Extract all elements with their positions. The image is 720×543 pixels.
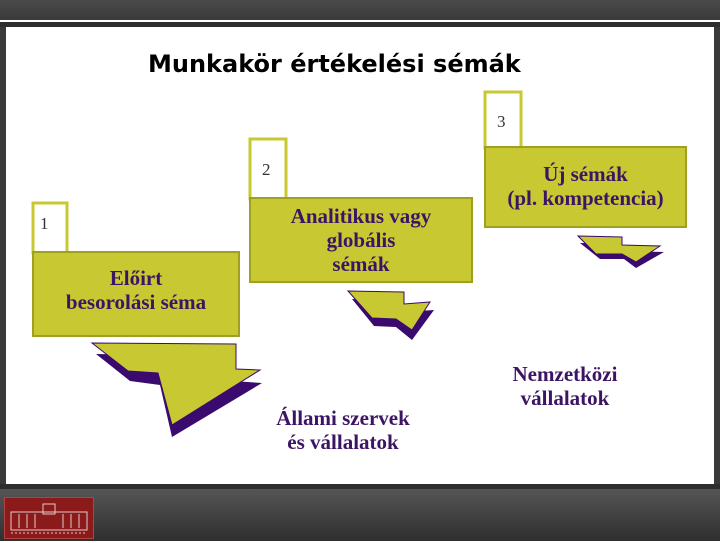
step-1-label: Előirt besorolási séma <box>35 266 237 314</box>
step-3-box <box>483 90 687 228</box>
arrow-from-step-2 <box>346 290 434 340</box>
top-border <box>0 22 720 27</box>
step-3-label: Új sémák (pl. kompetencia) <box>487 162 684 210</box>
target-state-orgs-label: Állami szervek és vállalatok <box>250 406 436 454</box>
target-state-orgs-line: Állami szervek <box>276 406 410 430</box>
frame-right <box>714 27 720 489</box>
slide-title: Munkakör értékelési sémák <box>148 50 521 78</box>
step-2-number: 2 <box>262 160 271 179</box>
step-1-box <box>31 201 240 337</box>
target-international-line: vállalatok <box>520 386 610 411</box>
frame-left <box>0 27 6 489</box>
step-3-label-line: Új sémák <box>543 162 628 186</box>
step-1-label-line: besorolási séma <box>65 290 207 315</box>
step-2-label-line: globális <box>326 228 396 253</box>
target-state-orgs-line: és vállalatok <box>287 430 399 455</box>
university-logo <box>4 497 94 539</box>
footer-bar <box>0 489 720 541</box>
step-3-number: 3 <box>497 112 506 131</box>
step-2-label-line: Analitikus vagy <box>290 204 432 228</box>
step-1-number: 1 <box>40 214 49 233</box>
arrow-from-step-3 <box>576 235 664 268</box>
step-2-label-line: sémák <box>332 252 390 277</box>
top-bar <box>0 0 720 20</box>
target-international-line: Nemzetközi <box>512 362 618 386</box>
step-2-box <box>248 137 473 283</box>
arrow-to-state-orgs <box>90 342 262 437</box>
step-2-label: Analitikus vagy globális sémák <box>252 204 470 276</box>
bottom-border <box>0 484 720 489</box>
top-divider <box>0 20 720 22</box>
target-international-label: Nemzetközi vállalatok <box>490 362 640 410</box>
step-3-label-line: (pl. kompetencia) <box>507 186 664 211</box>
step-1-label-line: Előirt <box>109 266 163 290</box>
